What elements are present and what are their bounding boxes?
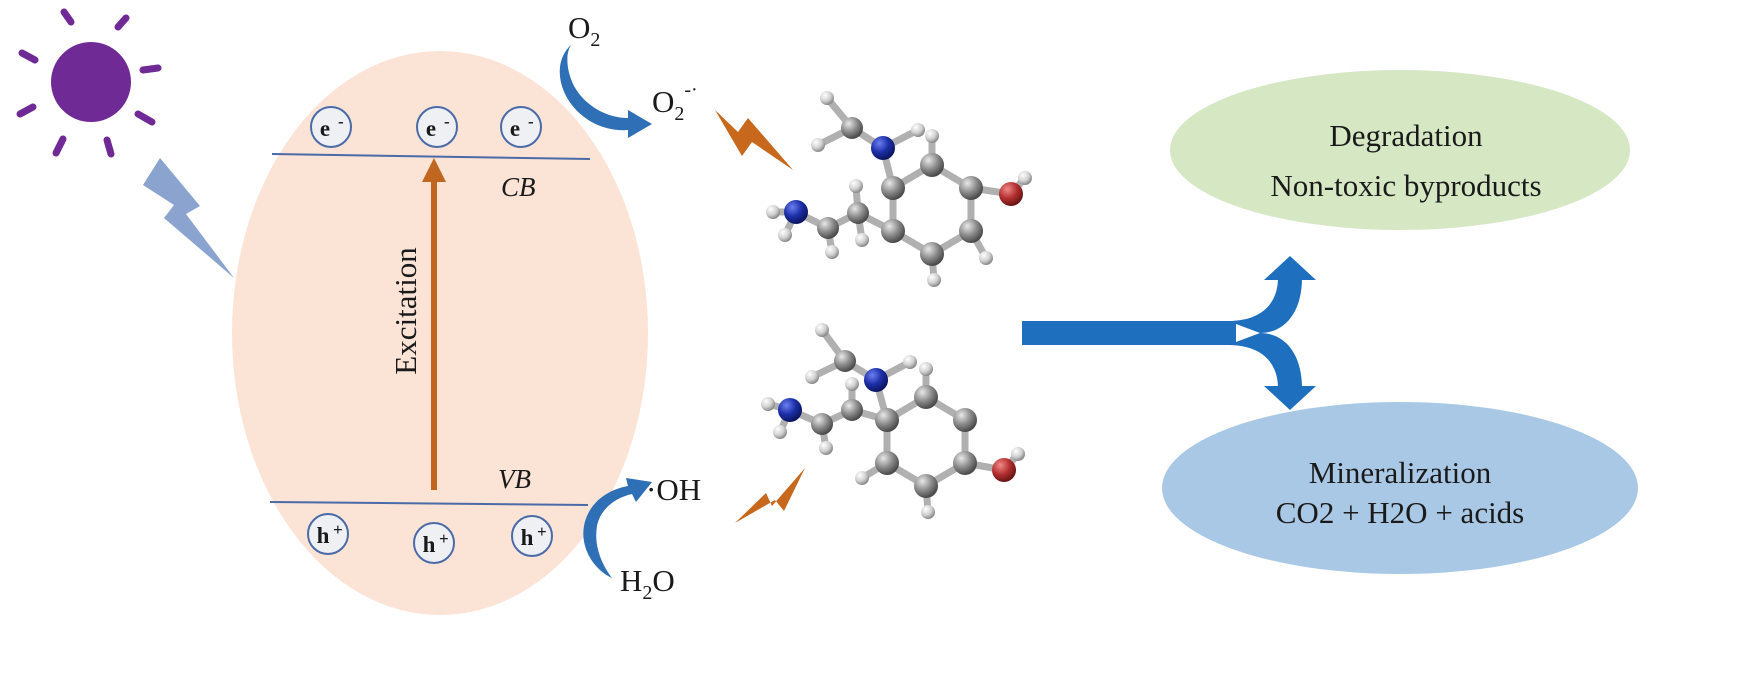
mineralization-bubble — [1162, 402, 1638, 574]
sun-icon — [16, 8, 162, 158]
conduction-band-line — [271, 153, 591, 160]
hole: h + — [307, 513, 349, 555]
pollutant-molecule — [761, 323, 1025, 519]
superoxide-label-o: O — [652, 84, 674, 119]
reaction-bolt-icon — [715, 110, 793, 170]
electron: e - — [416, 106, 458, 148]
hole-charge: + — [537, 522, 547, 541]
mineralization-subtitle: CO2 + H2O + acids — [1276, 495, 1525, 530]
oxygen-label: O2 — [568, 10, 600, 51]
water-label-h: H — [620, 563, 642, 598]
hole-label: h — [317, 523, 330, 548]
hole: h + — [511, 515, 553, 557]
hole-charge: + — [439, 529, 449, 548]
reaction-bolt-icon — [735, 468, 805, 523]
superoxide-label-charge: -· — [684, 79, 697, 101]
superoxide-label: O2-· — [652, 79, 698, 125]
light-bolt-icon — [143, 158, 234, 278]
pathway-split-arrow — [1022, 256, 1316, 410]
hole: h + — [413, 522, 455, 564]
oxygen-label-o: O — [568, 10, 590, 45]
superoxide-label-sub: 2 — [674, 103, 684, 125]
hydroxyl-label: ·OH — [646, 472, 701, 507]
cb-label: CB — [501, 172, 536, 202]
reduction-curved-arrow — [559, 44, 652, 138]
excitation-label: Excitation — [388, 247, 423, 375]
electron-label: e — [320, 116, 330, 141]
hole-charge: + — [333, 520, 343, 539]
water-label-o: O — [652, 563, 674, 598]
water-label: H2O — [620, 563, 675, 604]
hole-label: h — [423, 532, 436, 557]
valence-band-line — [269, 501, 589, 506]
electron: e - — [310, 106, 352, 148]
electron-charge: - — [528, 112, 534, 131]
degradation-title: Degradation — [1329, 118, 1483, 153]
photocatalyst-particle — [232, 51, 648, 615]
oxygen-label-sub: 2 — [590, 29, 600, 51]
electron-label: e — [426, 116, 436, 141]
pollutant-molecule — [766, 91, 1032, 287]
degradation-subtitle: Non-toxic byproducts — [1270, 168, 1541, 203]
electron: e - — [500, 106, 542, 148]
water-label-sub: 2 — [642, 582, 652, 604]
vb-label: VB — [498, 464, 531, 494]
hole-label: h — [521, 525, 534, 550]
degradation-bubble — [1170, 70, 1630, 230]
mineralization-title: Mineralization — [1309, 455, 1492, 490]
electron-label: e — [510, 116, 520, 141]
electron-charge: - — [444, 112, 450, 131]
oxidation-curved-arrow — [583, 478, 652, 578]
electron-charge: - — [338, 112, 344, 131]
